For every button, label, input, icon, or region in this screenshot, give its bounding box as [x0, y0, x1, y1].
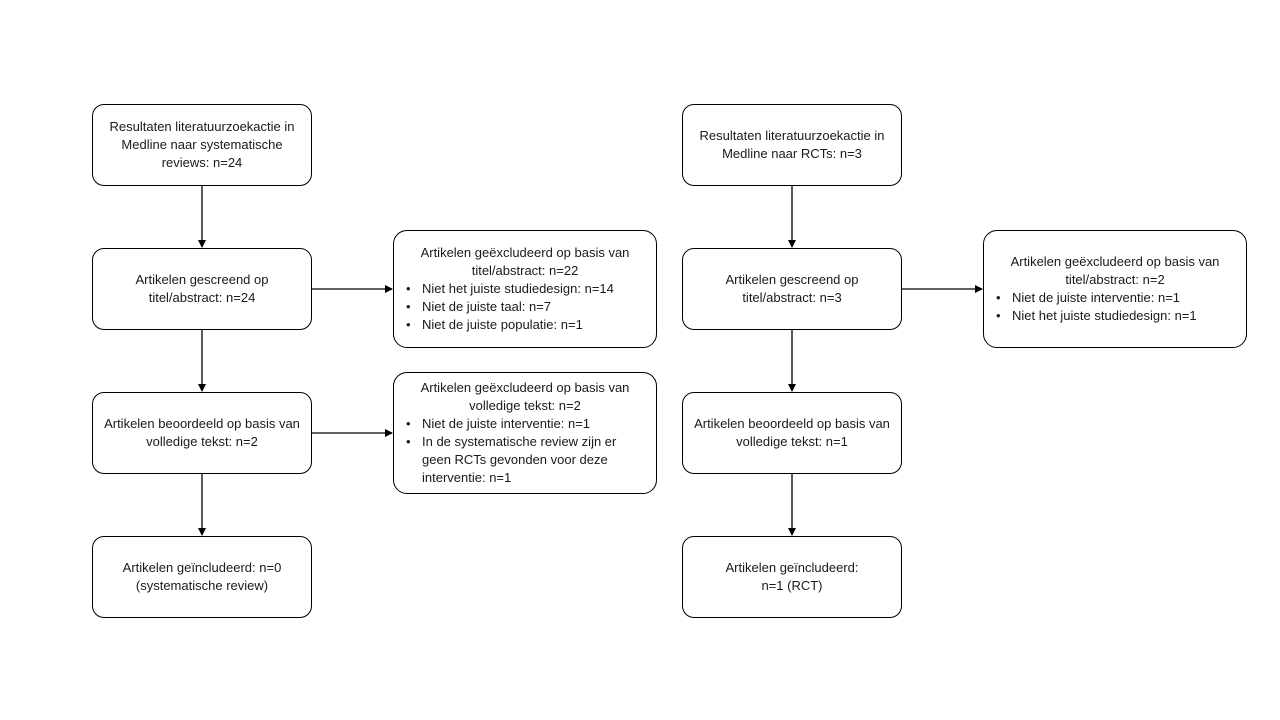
bullet: •	[996, 308, 1001, 323]
list-item: • Niet de juiste taal: n=7	[406, 298, 644, 316]
left-excluded-fulltext-item-1: Niet de juiste interventie: n=1	[422, 416, 591, 431]
right-excluded-title-item-2: Niet het juiste studiedesign: n=1	[1012, 308, 1197, 323]
right-screened-box: Artikelen gescreend op titel/abstract: n…	[682, 248, 902, 330]
bullet: •	[406, 416, 411, 431]
left-excluded-fulltext-heading: Artikelen geëxcludeerd op basis van voll…	[420, 380, 630, 413]
right-excluded-title-box: Artikelen geëxcludeerd op basis van tite…	[983, 230, 1247, 348]
left-excluded-title-item-3: Niet de juiste populatie: n=1	[422, 317, 583, 332]
right-search-results-text: Resultaten literatuurzoekactie in Medlin…	[699, 128, 885, 161]
left-included-text: Artikelen geïncludeerd: n=0 (systematisc…	[122, 560, 282, 593]
left-included-box: Artikelen geïncludeerd: n=0 (systematisc…	[92, 536, 312, 618]
right-search-results-box: Resultaten literatuurzoekactie in Medlin…	[682, 104, 902, 186]
list-item: • In de systematische review zijn er geen…	[406, 433, 644, 487]
right-fulltext-box: Artikelen beoordeeld op basis van volled…	[682, 392, 902, 474]
bullet: •	[406, 434, 411, 449]
right-excluded-title-heading: Artikelen geëxcludeerd op basis van tite…	[1010, 254, 1220, 287]
left-excluded-title-item-2: Niet de juiste taal: n=7	[422, 299, 551, 314]
left-screened-text: Artikelen gescreend op titel/abstract: n…	[135, 272, 269, 305]
bullet: •	[406, 281, 411, 296]
list-item: • Niet de juiste interventie: n=1	[996, 289, 1234, 307]
list-item: • Niet het juiste studiedesign: n=14	[406, 280, 644, 298]
left-fulltext-text: Artikelen beoordeeld op basis van volled…	[104, 416, 300, 449]
left-fulltext-box: Artikelen beoordeeld op basis van volled…	[92, 392, 312, 474]
right-included-text: Artikelen geïncludeerd: n=1 (RCT)	[725, 560, 859, 593]
left-search-results-text: Resultaten literatuurzoekactie in Medlin…	[109, 119, 295, 170]
left-excluded-title-item-1: Niet het juiste studiedesign: n=14	[422, 281, 614, 296]
left-excluded-title-heading: Artikelen geëxcludeerd op basis van tite…	[420, 245, 630, 278]
bullet: •	[406, 299, 411, 314]
bullet: •	[406, 317, 411, 332]
left-search-results-box: Resultaten literatuurzoekactie in Medlin…	[92, 104, 312, 186]
list-item: • Niet de juiste interventie: n=1	[406, 415, 644, 433]
left-screened-box: Artikelen gescreend op titel/abstract: n…	[92, 248, 312, 330]
right-excluded-title-list: • Niet de juiste interventie: n=1 • Niet h…	[996, 289, 1234, 325]
list-item: • Niet de juiste populatie: n=1	[406, 316, 644, 334]
left-excluded-fulltext-list: • Niet de juiste interventie: n=1 • In de …	[406, 415, 644, 487]
left-excluded-title-box: Artikelen geëxcludeerd op basis van tite…	[393, 230, 657, 348]
list-item: • Niet het juiste studiedesign: n=1	[996, 307, 1234, 325]
left-excluded-fulltext-item-2: In de systematische review zijn er geen …	[422, 434, 617, 485]
left-excluded-title-list: • Niet het juiste studiedesign: n=14 • Nie…	[406, 280, 644, 334]
right-included-box: Artikelen geïncludeerd: n=1 (RCT)	[682, 536, 902, 618]
left-excluded-fulltext-box: Artikelen geëxcludeerd op basis van voll…	[393, 372, 657, 494]
bullet: •	[996, 290, 1001, 305]
right-excluded-title-item-1: Niet de juiste interventie: n=1	[1012, 290, 1181, 305]
right-screened-text: Artikelen gescreend op titel/abstract: n…	[725, 272, 859, 305]
right-fulltext-text: Artikelen beoordeeld op basis van volled…	[694, 416, 890, 449]
